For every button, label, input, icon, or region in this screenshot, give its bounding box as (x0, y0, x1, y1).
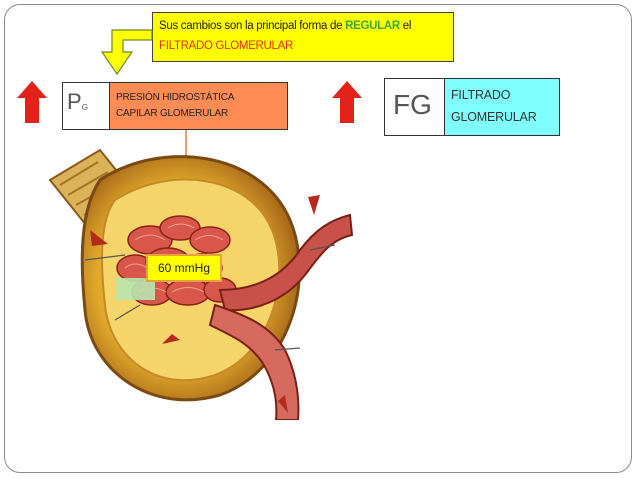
pg-symbol: PG (63, 83, 110, 129)
fg-description-line-2: GLOMERULAR (451, 110, 537, 124)
pg-description-line-1: PRESIÓN HIDROSTÁTICA (116, 92, 235, 103)
pg-symbol-subscript: G (81, 103, 88, 112)
callout-after-keyword: el (399, 20, 412, 32)
callout-keyword: REGULAR (345, 20, 400, 32)
yellow-bent-arrow-icon (100, 29, 153, 76)
fg-symbol: FG (385, 79, 445, 135)
pg-description-line-2: CAPILAR GLOMERULAR (116, 108, 228, 119)
pg-definition-box: PG PRESIÓN HIDROSTÁTICA CAPILAR GLOMERUL… (62, 82, 288, 130)
pressure-value-label: 60 mmHg (146, 254, 222, 282)
regulation-callout: Sus cambios son la principal forma de RE… (152, 12, 454, 62)
slide-frame (4, 4, 632, 473)
fg-description-line-1: FILTRADO (451, 88, 511, 102)
callout-prefix: Sus cambios son la principal forma de (159, 20, 346, 32)
red-up-arrow-icon (17, 81, 47, 123)
fg-description: FILTRADO GLOMERULAR (445, 79, 559, 135)
callout-line-1: Sus cambios son la principal forma de RE… (159, 16, 447, 36)
pg-symbol-letter: P (67, 89, 82, 114)
red-up-arrow-icon (332, 81, 362, 123)
fg-definition-box: FG FILTRADO GLOMERULAR (384, 78, 560, 136)
callout-line-2: FILTRADO GLOMERULAR (159, 40, 294, 52)
pg-description: PRESIÓN HIDROSTÁTICA CAPILAR GLOMERULAR (110, 83, 287, 129)
